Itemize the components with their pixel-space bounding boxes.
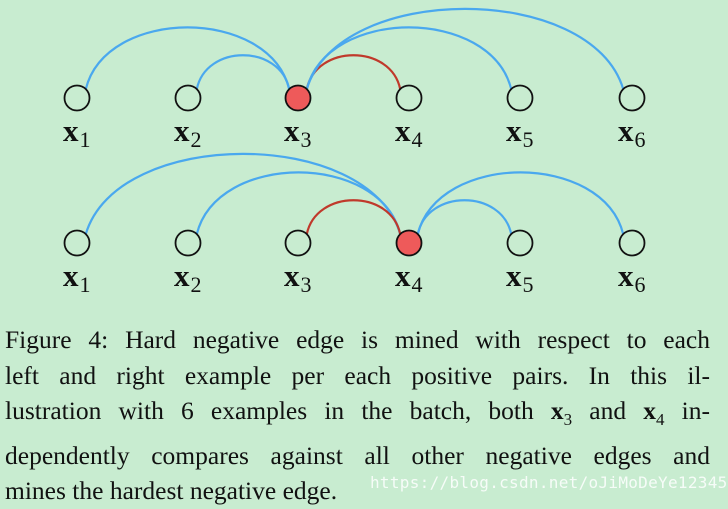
edge-negative-x2-x4 xyxy=(195,171,402,235)
node-x1 xyxy=(63,84,91,112)
diagram-row-x4: x1 x2 x3 x4 x5 x6 xyxy=(63,152,646,297)
node-anchor-x4 xyxy=(395,229,423,257)
node-x4 xyxy=(395,84,423,112)
node-label-x5: x5 xyxy=(506,258,534,297)
watermark-url: https://blog.csdn.net/oJiMoDeYe12345 xyxy=(370,473,728,492)
caption-x3-subscript: 3 xyxy=(563,410,573,430)
caption-x4-subscript: 4 xyxy=(656,410,665,430)
edge-negative-x1-x4 xyxy=(84,152,402,235)
node-label-x4: x4 xyxy=(395,113,423,152)
node-label-x1: x1 xyxy=(63,258,91,297)
node-label-x1: x1 xyxy=(63,113,91,152)
node-x2 xyxy=(174,84,202,112)
node-label-x2: x2 xyxy=(174,258,202,297)
edge-positive-x3-x4 xyxy=(305,199,402,235)
caption-line-5: mines the hardest negative edge. xyxy=(5,476,338,506)
edge-negative-x4-x6 xyxy=(416,171,625,235)
caption-line-4: dependently compares against all other n… xyxy=(5,440,710,470)
node-label-x2: x2 xyxy=(174,113,202,152)
caption-line-2: left and right example per each positive… xyxy=(5,360,710,390)
node-anchor-x3 xyxy=(284,84,312,112)
node-x5 xyxy=(506,84,534,112)
node-x3 xyxy=(284,229,312,257)
edge-negative-x3-x6 xyxy=(305,7,625,90)
node-x5 xyxy=(506,229,534,257)
node-x2 xyxy=(174,229,202,257)
node-label-x6: x6 xyxy=(618,258,646,297)
caption-line-3-part-a: lustration with 6 examples in the batch,… xyxy=(5,396,551,425)
node-label-x3: x3 xyxy=(284,113,312,152)
edge-negative-x1-x3 xyxy=(84,26,291,90)
node-x6 xyxy=(618,84,646,112)
caption-line-3-part-b: and xyxy=(572,396,644,425)
node-label-x4: x4 xyxy=(395,258,423,297)
node-label-x6: x6 xyxy=(618,113,646,152)
caption-line-3-part-c: in- xyxy=(664,396,710,425)
node-x6 xyxy=(618,229,646,257)
caption-line-3: lustration with 6 examples in the batch,… xyxy=(5,393,710,438)
caption-x4-symbol: x xyxy=(643,396,657,425)
edge-negative-x2-x3 xyxy=(195,54,291,90)
node-label-x5: x5 xyxy=(506,113,534,152)
figure-caption: Figure 4: Hard negative edge is mined wi… xyxy=(5,322,710,509)
node-x1 xyxy=(63,229,91,257)
caption-x3-symbol: x xyxy=(550,396,564,425)
caption-line-1: Figure 4: Hard negative edge is mined wi… xyxy=(5,325,710,354)
node-label-x3: x3 xyxy=(284,258,312,297)
hard-negative-mining-diagram: x1 x2 x3 x4 x5 x6 x1 x2 x3 x4 x5 x6 xyxy=(63,7,646,297)
diagram-row-x3: x1 x2 x3 x4 x5 x6 xyxy=(63,7,646,152)
